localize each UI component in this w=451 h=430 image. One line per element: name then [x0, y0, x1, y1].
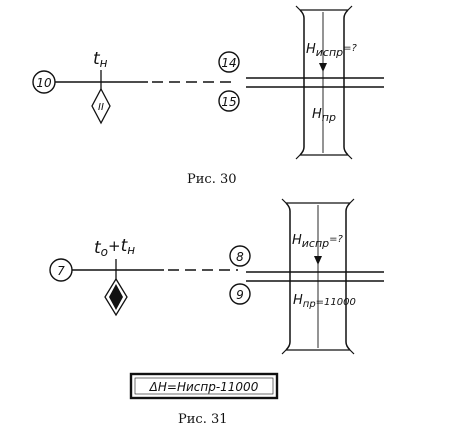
h-ispr-label: Hиспр=? [306, 42, 358, 59]
node-circle-15: 15 [218, 90, 240, 112]
svg-text:10: 10 [36, 76, 52, 90]
node-circle-7: 7 [49, 258, 73, 282]
node-circle-9: 9 [229, 283, 251, 305]
filled-diamond-marker [104, 277, 128, 317]
svg-text:9: 9 [236, 288, 244, 302]
time-label: tо+tн [94, 236, 135, 259]
node-circle-10: 10 [32, 70, 56, 94]
down-arrow [319, 63, 327, 72]
formula-text: ΔH=Hиспр-11000 [149, 380, 259, 394]
svg-text:14: 14 [221, 56, 236, 70]
svg-text:II: II [98, 102, 104, 113]
caption-fig-31: Рис. 31 [178, 412, 228, 427]
bracket-box [281, 198, 355, 355]
h-ispr-label: Hиспр=? [292, 233, 344, 250]
node-circle-8: 8 [229, 245, 251, 267]
diamond-marker: II [91, 87, 111, 125]
node-circle-14: 14 [218, 51, 240, 73]
svg-text:7: 7 [57, 264, 65, 278]
bracket-box [295, 5, 353, 160]
h-pr-label: Hпр=11000 [293, 293, 356, 310]
time-label: tн [93, 49, 108, 70]
svg-text:15: 15 [221, 95, 236, 109]
down-arrow [314, 256, 322, 265]
figure-31: 7 tо+tн 8 9 [49, 198, 384, 427]
svg-text:8: 8 [236, 250, 244, 264]
formula-box: ΔH=Hиспр-11000 [129, 372, 279, 400]
caption-fig-30: Рис. 30 [187, 172, 237, 187]
figure-30: 10 tн II 14 15 [32, 5, 384, 187]
h-pr-label: Hпр [312, 107, 336, 124]
